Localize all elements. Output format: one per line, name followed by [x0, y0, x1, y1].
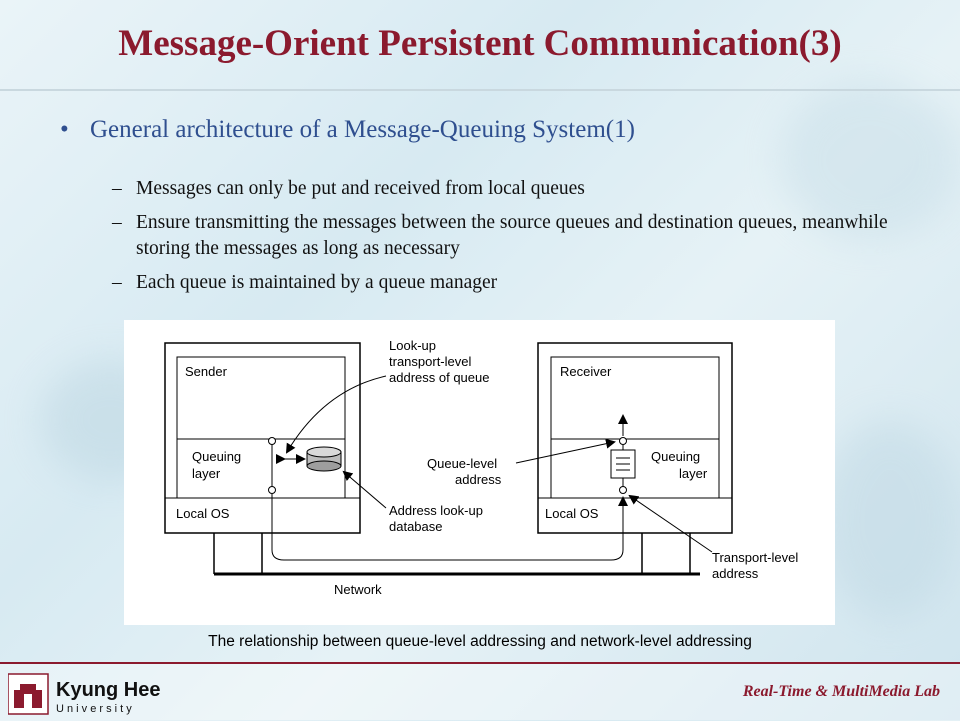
transport-label: Transport-level	[712, 550, 798, 565]
receiver-label: Receiver	[560, 364, 612, 379]
slide-title: Message-Orient Persistent Communication(…	[118, 23, 842, 64]
local-os-label-right: Local OS	[545, 506, 599, 521]
figure-caption: The relationship between queue-level add…	[208, 633, 752, 650]
receiver-transport-point	[619, 486, 627, 494]
queuing-layer-label-right: Queuing	[651, 449, 700, 464]
background-decoration	[820, 420, 960, 620]
network-label: Network	[334, 582, 382, 597]
receiver-app-box	[550, 356, 720, 440]
diagram-svg: Sender Queuing layer Local OS Receiver Q…	[164, 338, 798, 597]
address-database-icon	[306, 446, 342, 472]
lookup-label: Look-up	[389, 338, 436, 353]
queue-level-arrow	[515, 438, 616, 464]
main-bullet: • General architecture of a Message-Queui…	[60, 116, 635, 144]
main-bullet-text: General architecture of a Message-Queuin…	[90, 116, 635, 143]
logo-text-primary: Kyung Hee	[56, 679, 160, 701]
footer-bar	[0, 664, 960, 720]
sub-bullet-text: Each queue is maintained by a queue mana…	[136, 272, 498, 293]
transport-label: address	[712, 566, 759, 581]
lookup-label: address of queue	[389, 370, 489, 385]
queuing-layer-label-left: layer	[192, 466, 221, 481]
queue-level-label: Queue-level	[427, 456, 497, 471]
queue-document-icon	[610, 449, 636, 479]
sender-queue-point	[268, 437, 276, 445]
title-divider	[0, 89, 960, 91]
transport-arrow	[628, 494, 713, 553]
sender-transport-point	[268, 486, 276, 494]
sub-bullet: –Ensure transmitting the messages betwee…	[112, 210, 912, 262]
sub-bullet: –Each queue is maintained by a queue man…	[112, 270, 912, 296]
queuing-layer-label-left: Queuing	[192, 449, 241, 464]
sender-label: Sender	[185, 364, 228, 379]
address-db-label: Address look-up	[389, 503, 483, 518]
lookup-arrow	[285, 375, 387, 454]
logo-text-secondary: U n i v e r s i t y	[56, 703, 132, 715]
university-logo: Kyung Hee U n i v e r s i t y	[7, 672, 200, 716]
local-os-label-left: Local OS	[176, 506, 230, 521]
lab-name: Real-Time & MultiMedia Lab	[742, 683, 940, 700]
sub-bullet-text: Messages can only be put and received fr…	[136, 178, 585, 199]
logo-svg: Kyung Hee U n i v e r s i t y	[7, 673, 160, 715]
sub-bullet-list: –Messages can only be put and received f…	[112, 176, 912, 304]
message-path	[271, 494, 628, 561]
footer-divider	[0, 662, 960, 664]
architecture-diagram: Sender Queuing layer Local OS Receiver Q…	[124, 320, 835, 625]
sub-bullet-text: Ensure transmitting the messages between…	[136, 212, 888, 259]
address-db-label: database	[389, 519, 443, 534]
lookup-label: transport-level	[389, 354, 471, 369]
queuing-layer-label-right: layer	[679, 466, 708, 481]
address-db-arrow	[342, 470, 387, 509]
bullet-marker: •	[60, 116, 69, 143]
sub-bullet: –Messages can only be put and received f…	[112, 176, 912, 202]
receiver-queue-point	[619, 437, 627, 445]
sender-app-box	[176, 356, 346, 440]
background-decoration	[780, 80, 960, 240]
queue-level-label: address	[455, 472, 502, 487]
